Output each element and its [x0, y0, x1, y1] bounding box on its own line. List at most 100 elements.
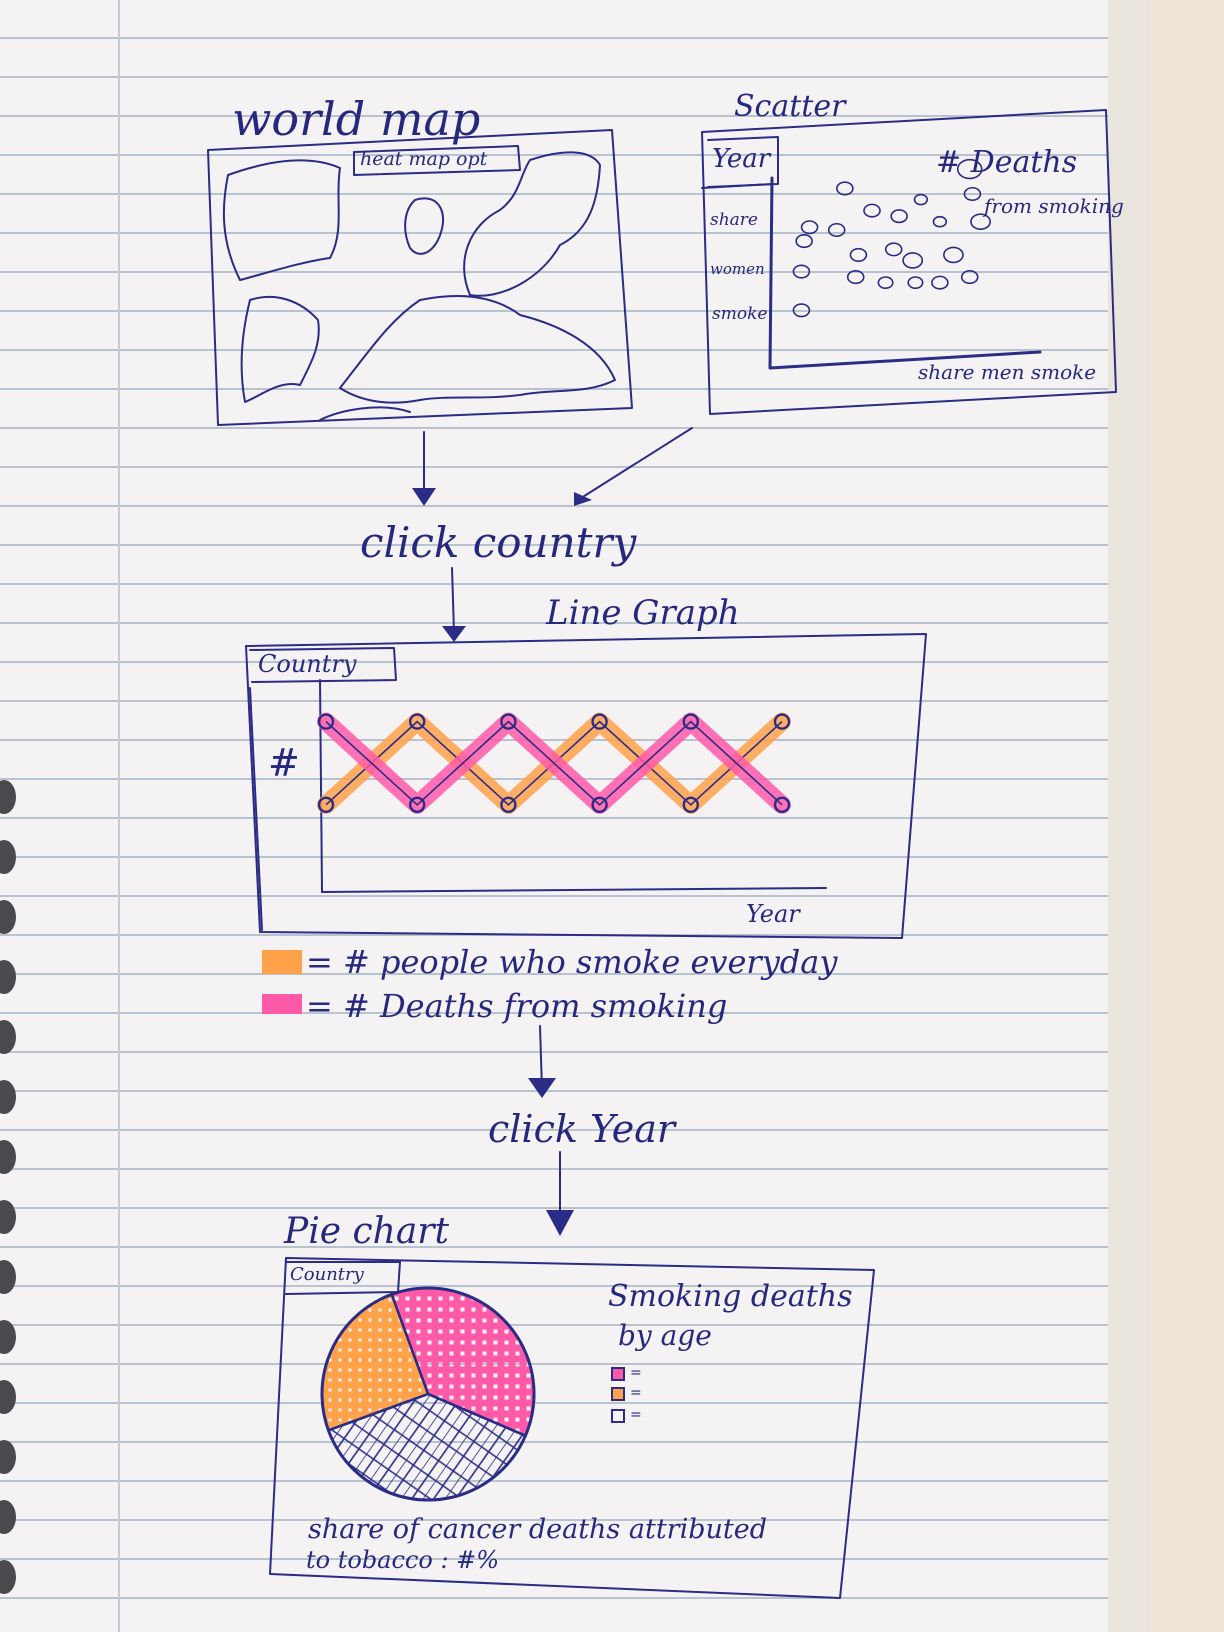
pie-legend-mark-1: =	[630, 1365, 642, 1381]
pie-country-dropdown-label[interactable]: Country	[290, 1264, 364, 1285]
flow-arrow-head	[412, 488, 436, 506]
line-point[interactable]	[409, 796, 426, 813]
scatter-point[interactable]	[960, 270, 979, 285]
binder-hole	[0, 1200, 16, 1234]
line-point[interactable]	[409, 713, 426, 730]
pie-chart-plot	[320, 1286, 536, 1502]
pie-legend-mark-2: =	[630, 1385, 642, 1401]
scatter-y-label-2: women	[710, 260, 765, 278]
line-point[interactable]	[773, 796, 791, 813]
heat-map-option[interactable]	[353, 145, 521, 176]
scatter-size-label-1: # Deaths	[936, 145, 1078, 180]
line-point[interactable]	[682, 713, 699, 730]
line-series	[325, 720, 783, 806]
binder-hole	[0, 1320, 16, 1354]
scatter-point[interactable]	[800, 220, 819, 235]
flow-arrow-head	[574, 492, 592, 506]
legend-swatch-orange	[262, 950, 302, 974]
scatter-point[interactable]	[902, 252, 924, 269]
binder-hole	[0, 960, 16, 994]
binder-hole	[0, 1140, 16, 1174]
margin-line	[118, 0, 120, 1632]
line-point[interactable]	[591, 796, 608, 813]
scatter-point[interactable]	[913, 193, 929, 206]
year-dropdown[interactable]	[707, 136, 779, 188]
legend-swatch-pink	[262, 994, 302, 1014]
flow-arrow-head	[528, 1078, 556, 1098]
scatter-point[interactable]	[956, 158, 983, 180]
line-point[interactable]	[773, 713, 791, 730]
scatter-point[interactable]	[846, 270, 865, 285]
scatter-point[interactable]	[943, 246, 964, 264]
pie-chart-title: Pie chart	[284, 1211, 449, 1252]
legend-text-deaths: = # Deaths from smoking	[306, 987, 728, 1025]
line-graph-y-label: #	[268, 741, 300, 785]
binder-hole	[0, 780, 16, 814]
heat-map-option-label[interactable]: heat map opt	[360, 148, 488, 170]
flow-arrow-head	[442, 626, 466, 642]
scatter-x-label: share men smoke	[918, 360, 1097, 384]
pie-caption-1: share of cancer deaths attributed	[308, 1514, 767, 1545]
line-point[interactable]	[591, 713, 608, 730]
binder-hole	[0, 1380, 16, 1414]
binder-hole	[0, 1440, 16, 1474]
binder-hole	[0, 1080, 16, 1114]
pie-legend-boxes	[611, 1367, 625, 1423]
scatter-point[interactable]	[970, 213, 991, 230]
scatter-point[interactable]	[932, 215, 948, 228]
binder-hole	[0, 1260, 16, 1294]
pie-legend-mark-3: =	[630, 1407, 642, 1423]
pie-legend-title-2: by age	[618, 1319, 712, 1352]
scatter-point[interactable]	[849, 247, 868, 262]
flow-arrow	[451, 567, 455, 633]
pie-caption-2: to tobacco : #%	[306, 1546, 500, 1574]
pie-legend-title-1: Smoking deaths	[608, 1279, 853, 1314]
world-map-title: world map	[232, 92, 481, 146]
line-graph-title: Line Graph	[546, 593, 740, 633]
binder-hole	[0, 840, 16, 874]
scatter-points	[792, 158, 991, 318]
pie-panel	[269, 1257, 875, 1599]
scatter-year-dropdown-label[interactable]: Year	[712, 144, 771, 174]
scatter-size-label-2: from smoking	[984, 194, 1124, 218]
scatter-point[interactable]	[792, 264, 811, 279]
binder-hole	[0, 1020, 16, 1054]
line-point[interactable]	[317, 796, 335, 813]
line-point[interactable]	[500, 796, 517, 813]
scatter-y-label-3: smoke	[712, 304, 768, 324]
legend-text-smokers: = # people who smoke everyday	[306, 943, 838, 981]
flow-step-click-year: click Year	[488, 1107, 676, 1151]
flow-step-click-country: click country	[360, 518, 637, 567]
scatter-title: Scatter	[734, 89, 846, 124]
line-graph-country-dropdown-label[interactable]: Country	[258, 650, 357, 678]
world-map-panel	[207, 129, 633, 426]
flow-arrow-head	[546, 1210, 574, 1236]
scatter-point[interactable]	[877, 276, 894, 290]
binder-hole	[0, 1500, 16, 1534]
binder-hole	[0, 1560, 16, 1594]
binder-hole	[0, 900, 16, 934]
scatter-point[interactable]	[907, 276, 924, 290]
pie-country-dropdown[interactable]	[285, 1261, 401, 1295]
line-chart-plot	[317, 712, 791, 814]
scatter-point[interactable]	[792, 303, 811, 318]
line-point[interactable]	[500, 713, 517, 730]
line-graph-panel	[245, 633, 927, 939]
country-dropdown[interactable]	[249, 647, 397, 683]
line-point[interactable]	[317, 713, 335, 730]
scatter-point[interactable]	[884, 242, 903, 257]
scatter-point[interactable]	[827, 222, 846, 238]
scatter-point[interactable]	[931, 275, 949, 290]
scatter-point[interactable]	[836, 181, 854, 196]
scatter-point[interactable]	[890, 209, 908, 224]
flow-arrow	[577, 427, 693, 501]
scatter-point[interactable]	[963, 186, 982, 202]
scatter-point[interactable]	[795, 234, 813, 249]
scatter-point[interactable]	[863, 203, 881, 218]
scatter-y-label-1: share	[710, 210, 758, 230]
pie-outline	[320, 1286, 536, 1502]
line-point[interactable]	[682, 796, 699, 813]
line-graph-x-label: Year	[746, 900, 800, 928]
